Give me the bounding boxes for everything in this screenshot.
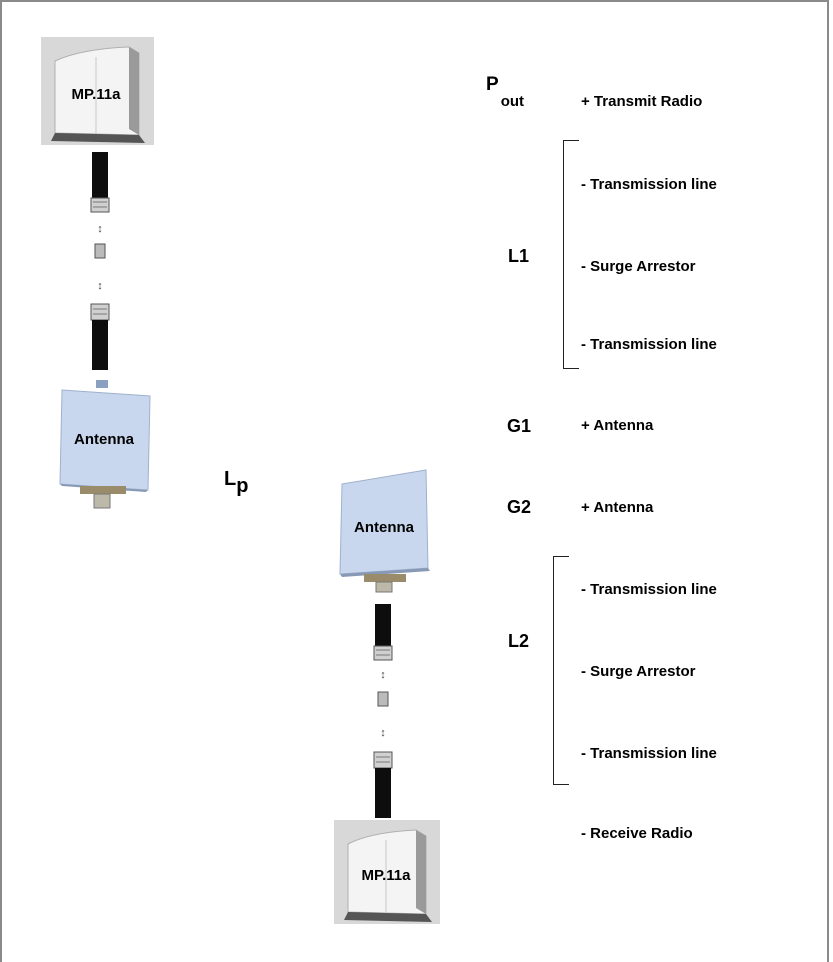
transmit-radio-device: MP.11a (41, 37, 154, 145)
item-l1-transmission-line-1: - Transmission line (581, 176, 717, 193)
item-l2-transmission-line-2: - Transmission line (581, 745, 717, 762)
item-l2-surge-arrestor: - Surge Arrestor (581, 663, 696, 680)
item-g1-antenna: + Antenna (581, 417, 654, 434)
symbol-p-out: Pout (486, 74, 524, 110)
symbol-lp-sub: p (236, 475, 249, 497)
receive-cable-assembly: ↕ ↕ (373, 604, 393, 818)
receive-radio-label: MP.11a (362, 867, 412, 884)
symbol-p-main: P (486, 74, 499, 95)
item-receive-radio: - Receive Radio (581, 825, 693, 842)
l1-bracket (563, 140, 579, 369)
item-l1-surge-arrestor: - Surge Arrestor (581, 258, 696, 275)
receive-radio-device: MP.11a (334, 820, 440, 924)
svg-text:↕: ↕ (97, 223, 103, 235)
svg-text:↕: ↕ (380, 669, 386, 681)
symbol-g2: G2 (507, 497, 532, 517)
symbol-l-p: Lp (224, 468, 248, 497)
symbol-l1: L1 (508, 246, 530, 266)
symbol-lp-main: L (224, 468, 237, 490)
svg-text:↕: ↕ (380, 727, 386, 739)
receive-antenna-label: Antenna (354, 519, 415, 536)
l2-bracket (553, 556, 569, 785)
item-l1-transmission-line-2: - Transmission line (581, 336, 717, 353)
item-transmit-radio: + Transmit Radio (581, 93, 703, 110)
transmit-cable-assembly: ↕ ↕ (90, 152, 110, 370)
item-g2-antenna: + Antenna (581, 499, 654, 516)
transmit-antenna-label: Antenna (74, 431, 135, 448)
symbol-p-sub: out (500, 93, 525, 110)
receive-antenna: Antenna (339, 469, 430, 593)
item-l2-transmission-line-1: - Transmission line (581, 581, 717, 598)
svg-text:↕: ↕ (97, 280, 103, 292)
symbol-g1: G1 (507, 416, 532, 436)
transmit-antenna: Antenna (59, 380, 151, 509)
symbol-l2: L2 (508, 631, 530, 651)
transmit-radio-label: MP.11a (72, 86, 122, 103)
